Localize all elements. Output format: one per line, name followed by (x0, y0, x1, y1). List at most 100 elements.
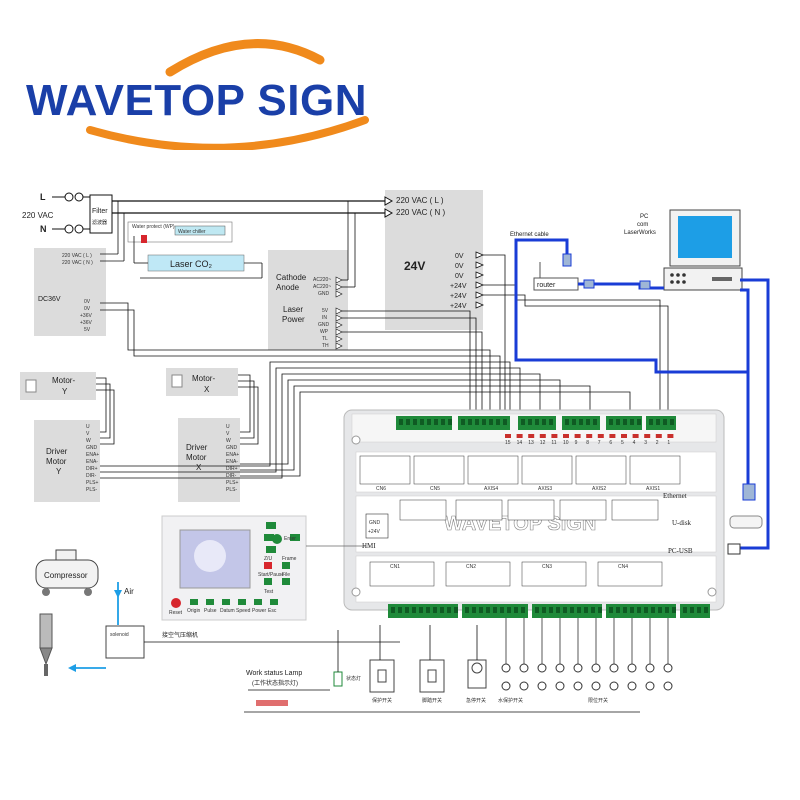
limit-switch-icon (627, 681, 637, 691)
svg-text:Motor-: Motor- (192, 374, 215, 383)
limit-switch-icon (555, 663, 565, 673)
connector-label: CN3 (542, 564, 552, 570)
svg-text:220 VAC ( N ): 220 VAC ( N ) (62, 260, 93, 266)
svg-text:Datum: Datum (220, 608, 235, 614)
compressor-connect-label: 接空气压缩机 (162, 631, 198, 639)
svg-text:Esc: Esc (268, 608, 277, 614)
limit-switch-icon (645, 663, 655, 673)
svg-text:水保护开关: 水保护开关 (498, 697, 523, 704)
limit-switch-icon (609, 663, 619, 673)
pc-icon: PC com LaserWorks (624, 209, 743, 291)
svg-text:5V: 5V (84, 327, 91, 333)
svg-text:Speed: Speed (236, 608, 251, 614)
svg-text:+24V: +24V (450, 303, 467, 310)
terminal-number: 1 (667, 440, 670, 446)
limit-switch-icon (645, 681, 655, 691)
driver-pin-labels: UVWGNDENA+ENA-DIR+DIR-PLS+PLS-UVWGNDENA+… (86, 424, 239, 493)
cathode-label: Cathode (276, 273, 307, 282)
svg-text:Pulse: Pulse (204, 608, 217, 614)
terminal-block-bottom (388, 604, 710, 618)
svg-text:Power: Power (252, 608, 267, 614)
laser-tube-label: Laser CO₂ (170, 259, 213, 269)
terminal-number: 5 (621, 440, 624, 446)
driver-pin-label: U (86, 424, 90, 430)
svg-text:+36V: +36V (80, 320, 92, 326)
neutral-label: N (40, 224, 47, 234)
lamp-icon (333, 671, 343, 687)
psu-ac-n: 220 VAC ( N ) (396, 208, 446, 217)
limit-switch-icon (519, 663, 529, 673)
terminal-number: 14 (517, 440, 523, 446)
terminal-number: 12 (540, 440, 546, 446)
svg-text:脚踏开关: 脚踏开关 (422, 697, 442, 704)
svg-text:TH: TH (322, 343, 329, 349)
svg-text:5V: 5V (322, 308, 329, 314)
limit-switch-icon (537, 663, 547, 673)
motor-x: Motor- X (166, 368, 238, 396)
svg-text:PC: PC (640, 214, 649, 220)
laser-power-box: Cathode Anode Laser Power AC220~ AC220~ … (268, 250, 348, 350)
driver-pin-label: DIR+ (86, 466, 98, 472)
svg-text:Laser: Laser (283, 305, 303, 314)
router-icon: router (533, 253, 579, 291)
svg-text:Motor: Motor (46, 457, 67, 466)
connector-box (455, 499, 503, 521)
udisk-icon (729, 515, 763, 529)
dc36v-label: DC36V (38, 296, 61, 303)
limit-switch-icon (573, 681, 583, 691)
svg-text:solenoid: solenoid (110, 632, 129, 638)
connector-box (575, 455, 627, 485)
svg-text:Y: Y (62, 387, 68, 396)
limit-switch-icon (537, 681, 547, 691)
svg-text:220 VAC ( L ): 220 VAC ( L ) (62, 253, 92, 259)
driver-pin-label: PLS- (226, 487, 237, 493)
connector-box (521, 455, 573, 485)
svg-text:AC220~: AC220~ (313, 284, 331, 290)
usb-plug-icon (727, 543, 741, 555)
terminal-connector (680, 604, 710, 618)
limit-switch-icon (591, 663, 601, 673)
connector-label: AXIS4 (484, 486, 498, 492)
driver-pin-label: ENA- (86, 459, 98, 465)
connector-box (559, 499, 607, 521)
svg-text:U-disk: U-disk (672, 519, 692, 527)
svg-text:Enter: Enter (284, 536, 296, 542)
ethernet-plug-icon (742, 483, 756, 501)
solenoid-icon: solenoid (105, 625, 145, 659)
connector-box (445, 561, 511, 587)
fuse-icon (64, 192, 74, 202)
svg-text:PC-USB: PC-USB (668, 547, 693, 555)
connector-label: CN5 (430, 486, 440, 492)
driver-pin-label: W (86, 438, 91, 444)
svg-text:滤波器: 滤波器 (92, 219, 107, 226)
lamp-bar-icon (256, 700, 288, 706)
limit-switch-icon (573, 663, 583, 673)
svg-text:TL: TL (322, 336, 328, 342)
air-label: Air (124, 587, 134, 596)
driver-x: Driver Motor X (178, 418, 240, 502)
svg-text:HMI: HMI (362, 542, 376, 550)
connector-box (413, 455, 465, 485)
svg-text:Frame: Frame (282, 556, 297, 562)
driver-pin-label: ENA- (226, 459, 238, 465)
driver-pin-label: DIR- (226, 473, 237, 479)
driver-pin-label: PLS+ (226, 480, 238, 486)
svg-text:0V: 0V (84, 306, 91, 312)
ethernet-cable-label: Ethernet cable (510, 232, 549, 238)
svg-text:+24V: +24V (450, 293, 467, 300)
connector-box (521, 561, 587, 587)
limit-switch-icon (501, 681, 511, 691)
terminal-number: 15 (505, 440, 511, 446)
svg-text:+24V: +24V (368, 529, 380, 535)
terminal-number: 2 (656, 440, 659, 446)
laser-tube: Water chiller Water protect (WP) Laser C… (127, 221, 263, 279)
connector-box (399, 499, 447, 521)
psu-ac-l: 220 VAC ( L ) (396, 196, 444, 205)
operation-panel: Reset Origin Pulse Datum Speed Power Esc… (161, 515, 307, 621)
svg-text:LaserWorks: LaserWorks (624, 230, 656, 236)
logo-arc-icon (86, 39, 369, 150)
